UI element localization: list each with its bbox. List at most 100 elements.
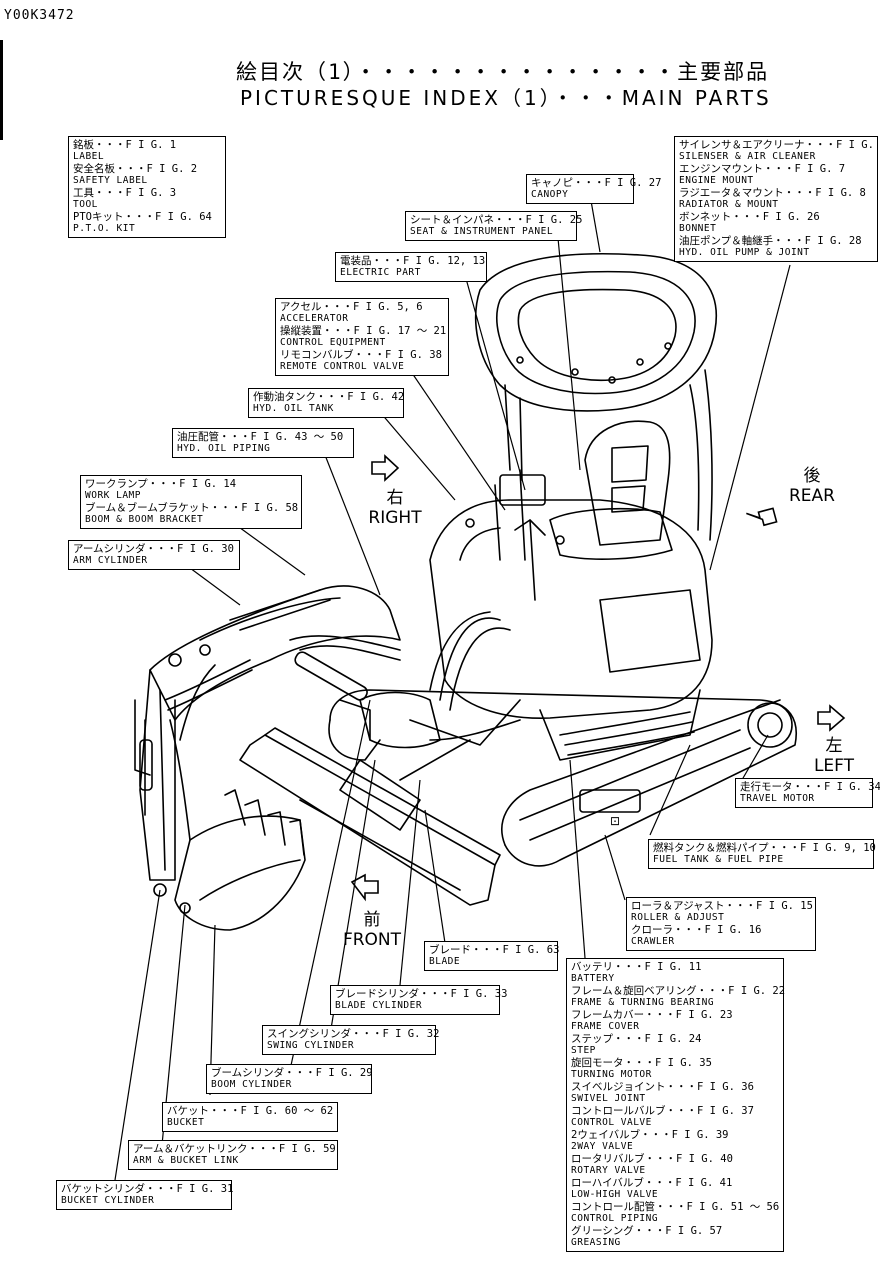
callout-line: ARM CYLINDER (73, 555, 148, 566)
callout-line: ロータリバルブ・・・F I G. 40 (571, 1153, 733, 1165)
callout-line: GREASING (571, 1237, 621, 1248)
callout-line: シート＆インパネ・・・F I G. 25 (410, 214, 583, 226)
callout-line: 作動油タンク・・・F I G. 42 (253, 391, 405, 403)
left-arrow-icon (817, 704, 846, 732)
callout-line: ブレードシリンダ・・・F I G. 33 (335, 988, 508, 1000)
callout-line: SILENSER & AIR CLEANER (679, 151, 816, 162)
direction-left: 左 LEFT (804, 736, 864, 776)
callout-line: CONTROL EQUIPMENT (280, 337, 386, 348)
brand-mark: ⊡ (610, 814, 620, 828)
callout-line: エンジンマウント・・・F I G. 7 (679, 163, 846, 175)
direction-front-en: FRONT (342, 930, 402, 950)
callout-line: BUCKET CYLINDER (61, 1195, 155, 1206)
callout-line: TURNING MOTOR (571, 1069, 652, 1080)
seat-drawing (549, 420, 673, 560)
page-title-jp: 絵目次（1）・・・・・・・・・・・・・・主要部品 (236, 60, 770, 84)
callout-line: TOOL (73, 199, 98, 210)
callout-line: STEP (571, 1045, 596, 1056)
callout-line: LABEL (73, 151, 105, 162)
callout-line: ブレード・・・F I G. 63 (429, 944, 560, 956)
callout-line: BOOM & BOOM BRACKET (85, 514, 204, 525)
callout-line: ROLLER & ADJUST (631, 912, 725, 923)
canopy-drawing (474, 252, 717, 541)
callout-line: 工具・・・F I G. 3 (73, 187, 177, 199)
callout-line: 油圧配管・・・F I G. 43 ～ 50 (177, 431, 344, 443)
callout-line: 操縦装置・・・F I G. 17 ～ 21 (280, 325, 447, 337)
direction-left-jp: 左 (825, 736, 843, 756)
front-attachment-drawing (134, 585, 401, 931)
callout-line: フレーム＆旋回ベアリング・・・F I G. 22 (571, 985, 786, 997)
callout-line: キャノピ・・・F I G. 27 (531, 177, 662, 189)
callout-line: WORK LAMP (85, 490, 141, 501)
callout-line: HYD. OIL PUMP & JOINT (679, 247, 810, 258)
callout-line: クローラ・・・F I G. 16 (631, 924, 762, 936)
direction-rear-jp: 後 (803, 466, 821, 486)
callout-line: BONNET (679, 223, 717, 234)
callout-line: CRAWLER (631, 936, 675, 947)
callout-line: CONTROL PIPING (571, 1213, 659, 1224)
callout-line: ローハイバルブ・・・F I G. 41 (571, 1177, 733, 1189)
callout-line: REMOTE CONTROL VALVE (280, 361, 405, 372)
callout-line: フレームカバー・・・F I G. 23 (571, 1009, 733, 1021)
margin-rule (0, 40, 3, 140)
direction-arrows (350, 454, 846, 902)
callout-line: 燃料タンク＆燃料パイプ・・・F I G. 9, 10 (653, 842, 876, 854)
direction-right-en: RIGHT (368, 508, 422, 528)
callout-line: HYD. OIL TANK (253, 403, 334, 414)
callout-line: ROTARY VALVE (571, 1165, 646, 1176)
callout-line: グリーシング・・・F I G. 57 (571, 1225, 723, 1237)
callout-line: ボンネット・・・F I G. 26 (679, 211, 820, 223)
callout-line: 油圧ポンプ＆軸継手・・・F I G. 28 (679, 235, 862, 247)
callout-line: コントロールバルブ・・・F I G. 37 (571, 1105, 754, 1117)
callout-line: BOOM CYLINDER (211, 1079, 292, 1090)
callout-line: 走行モータ・・・F I G. 34 (740, 781, 880, 793)
callout-line: 電装品・・・F I G. 12, 13 (340, 255, 486, 267)
page-title-en: PICTURESQUE INDEX（1）・・・MAIN PARTS (240, 86, 772, 110)
document-id: Y00K3472 (4, 8, 75, 23)
callout-line: バッテリ・・・F I G. 11 (571, 961, 702, 973)
callout-line: ワークランプ・・・F I G. 14 (85, 478, 237, 490)
callout-line: ステップ・・・F I G. 24 (571, 1033, 702, 1045)
callout-line: バケット・・・F I G. 60 ～ 62 (167, 1105, 334, 1117)
callout-line: BUCKET (167, 1117, 205, 1128)
callout-line: 2WAY VALVE (571, 1141, 634, 1152)
right-arrow-icon (371, 454, 400, 482)
callout-line: 銘板・・・F I G. 1 (73, 139, 177, 151)
callout-line: RADIATOR & MOUNT (679, 199, 779, 210)
callout-line: ACCELERATOR (280, 313, 349, 324)
callout-line: アーム＆バケットリンク・・・F I G. 59 (133, 1143, 336, 1155)
direction-rear: 後 REAR (780, 466, 844, 506)
direction-right-jp: 右 (386, 488, 404, 508)
callout-line: スイングシリンダ・・・F I G. 32 (267, 1028, 440, 1040)
callout-line: サイレンサ＆エアクリーナ・・・F I G. 4 (679, 139, 880, 151)
rear-arrow-icon (746, 507, 778, 527)
callout-line: CONTROL VALVE (571, 1117, 652, 1128)
callout-line: ラジエータ＆マウント・・・F I G. 8 (679, 187, 866, 199)
callout-line: BLADE (429, 956, 461, 967)
callout-line: ブームシリンダ・・・F I G. 29 (211, 1067, 373, 1079)
callout-line: ENGINE MOUNT (679, 175, 754, 186)
blade-drawing (239, 727, 501, 906)
hoses-drawing (359, 611, 521, 749)
callout-line: アームシリンダ・・・F I G. 30 (73, 543, 234, 555)
callout-line: BATTERY (571, 973, 615, 984)
